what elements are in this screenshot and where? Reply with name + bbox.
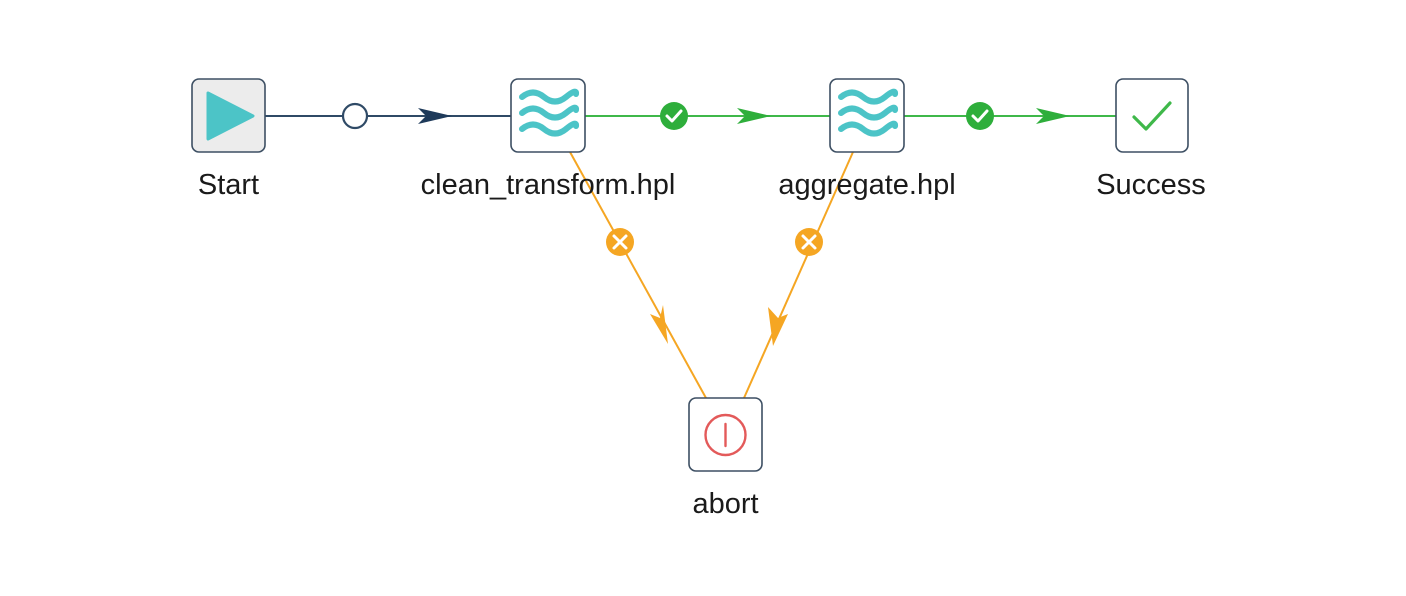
node-start[interactable]: Start [191, 78, 266, 201]
hop-arrow-icon [1036, 108, 1070, 124]
hop-arrow-icon [768, 307, 788, 346]
unconditional-hop-icon [341, 102, 369, 130]
hop-clean-to-aggregate[interactable] [585, 102, 830, 130]
success-hop-icon [966, 102, 994, 130]
node-aggregate-label: aggregate.hpl [778, 169, 955, 201]
node-aggregate[interactable]: aggregate.hpl [778, 78, 956, 201]
hop-aggregate-to-abort[interactable] [743, 151, 854, 399]
pipeline-waves-icon [838, 88, 899, 137]
play-icon [206, 91, 255, 141]
abort-power-icon [704, 413, 747, 457]
hop-start-to-clean[interactable] [265, 102, 511, 130]
hop-arrow-icon [418, 108, 452, 124]
node-start-label: Start [198, 169, 259, 201]
hop-clean-to-abort[interactable] [569, 151, 707, 399]
node-clean-transform[interactable]: clean_transform.hpl [421, 78, 676, 201]
hop-arrow-icon [650, 305, 668, 344]
node-abort[interactable]: abort [688, 397, 763, 520]
failure-hop-icon [795, 228, 823, 256]
node-abort-label: abort [692, 488, 758, 520]
pipeline-waves-icon [519, 88, 580, 137]
node-clean-transform-label: clean_transform.hpl [421, 169, 676, 201]
node-success-box[interactable] [1115, 78, 1189, 153]
hop-arrow-icon [737, 108, 771, 124]
node-success-label: Success [1096, 169, 1206, 201]
success-hop-icon [660, 102, 688, 130]
checkmark-icon [1132, 101, 1172, 131]
hop-aggregate-to-success[interactable] [904, 102, 1116, 130]
failure-hop-icon [606, 228, 634, 256]
node-success[interactable]: Success [1096, 78, 1206, 201]
